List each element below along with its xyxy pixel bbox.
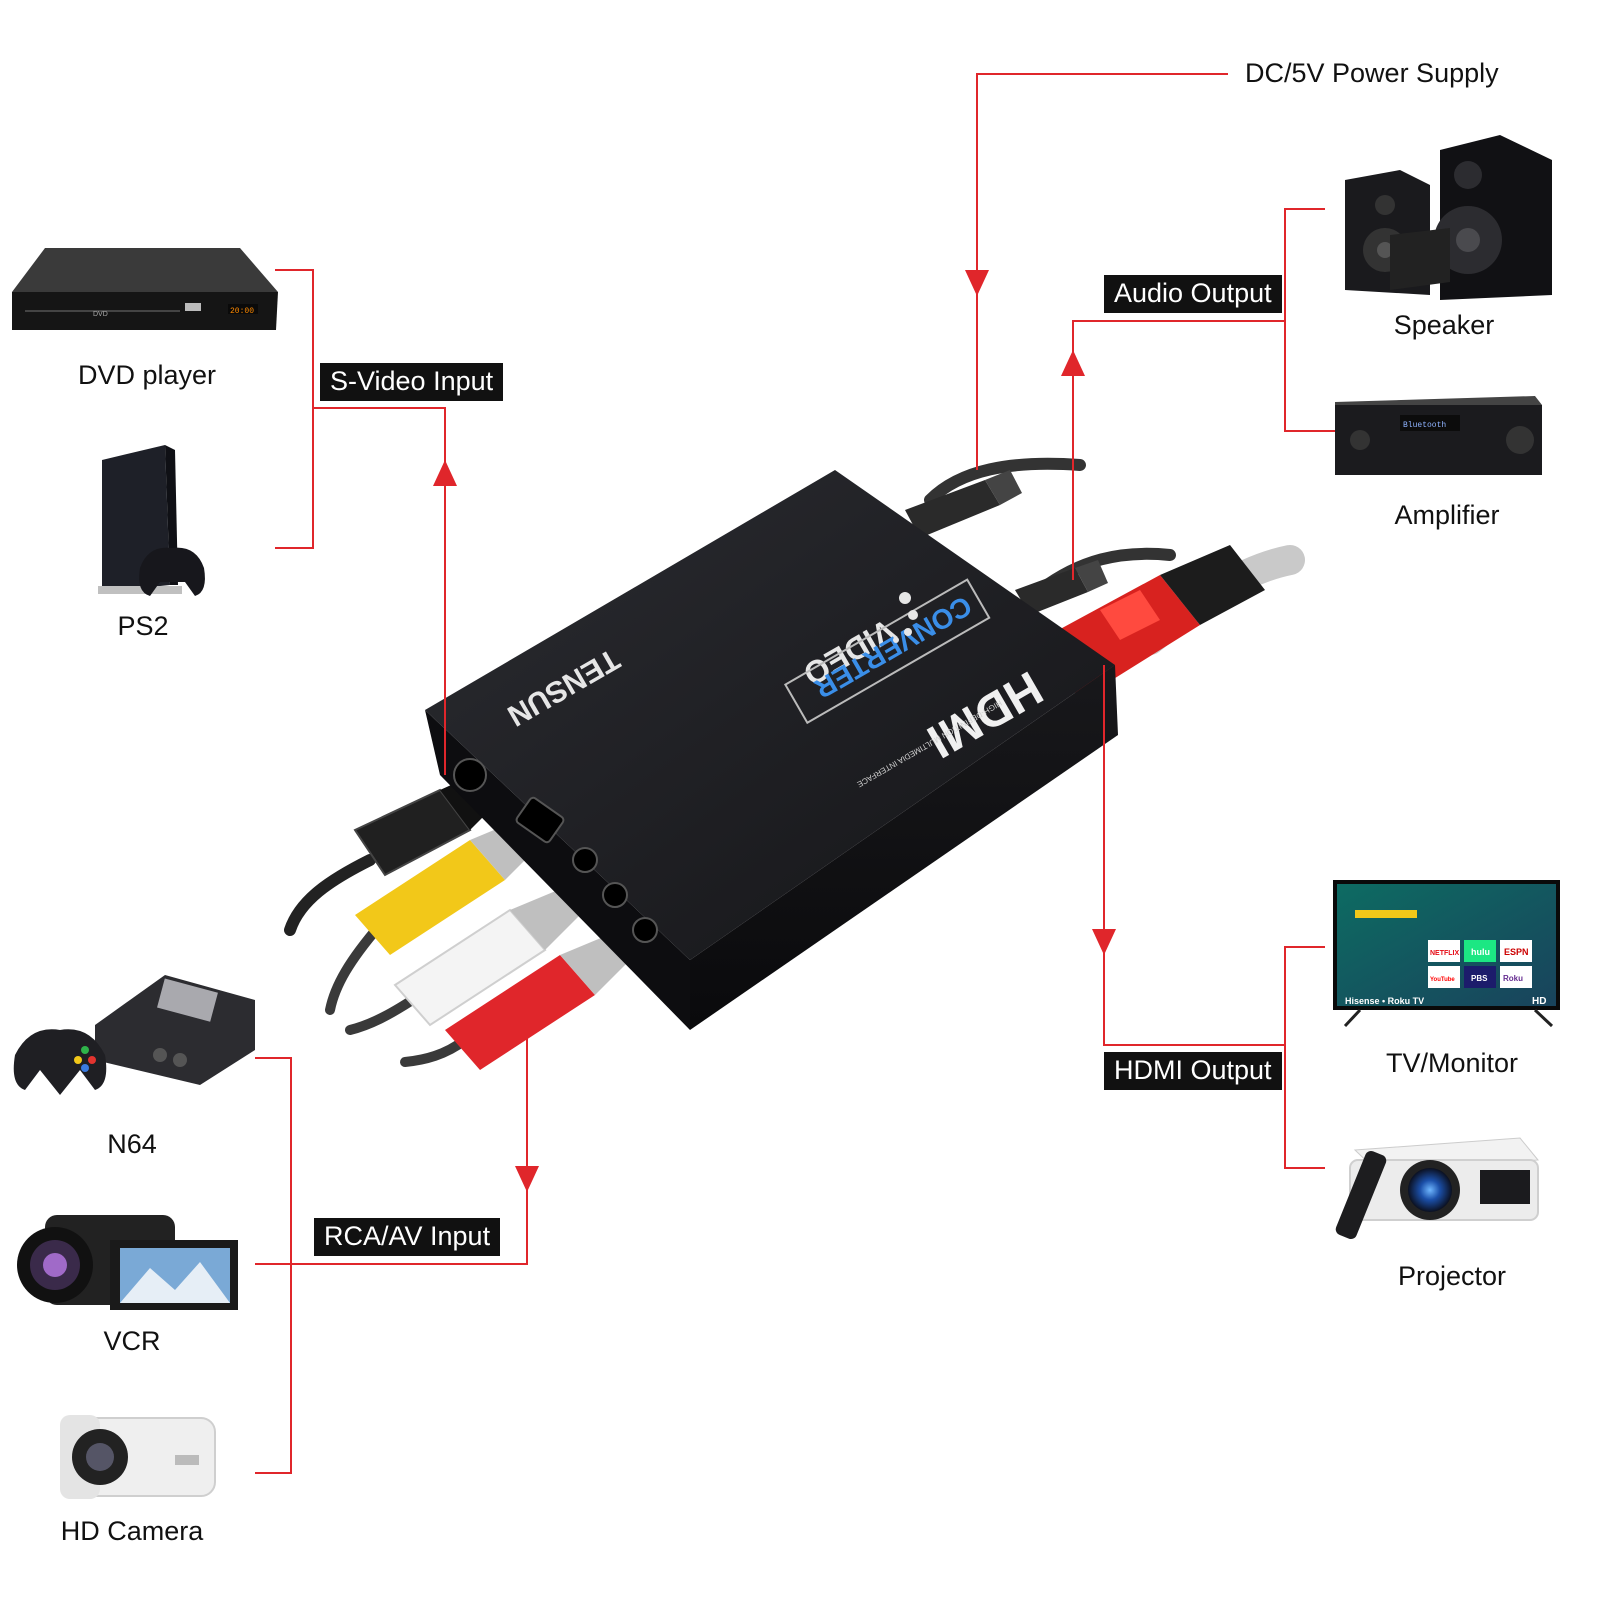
power-supply-label: DC/5V Power Supply [1245,58,1499,88]
svideo-line [313,407,446,775]
hdmi-arrow-down [1092,929,1116,955]
svideo-arrow-up [433,460,457,486]
audio-plug [1015,560,1108,615]
svideo-cable [284,854,376,936]
tv-monitor-icon: Hisense • Roku TV HD NETFLIX hulu ESPN Y… [1333,880,1560,1028]
tv-app-4: PBS [1471,974,1488,983]
power-arrow-down [965,270,989,296]
amplifier-label: Amplifier [1394,500,1500,530]
converter-name-frame [783,578,991,725]
rca-av-input-label: RCA/AV Input [314,1218,501,1256]
projector-label: Projector [1397,1261,1507,1291]
ps2-controller-icon [139,547,205,596]
dvd-brand: DVD [93,311,108,318]
converter-top-face [425,470,1115,960]
svideo-input-label: S-Video Input [320,363,504,401]
dvd-player-icon: 20:00 DVD [12,248,278,330]
rca-arrow-down [515,1166,539,1192]
audio-bracket [1284,208,1335,432]
audio-arrow-up [1061,350,1085,376]
converter-side-face [690,665,1118,1030]
tv-hd-badge: HD [1532,996,1546,1007]
tv-brand: Hisense • Roku TV [1345,996,1424,1006]
rca-red-cable [400,1035,470,1067]
dvd-player-label: DVD player [77,360,217,390]
tv-app-3: YouTube [1430,977,1455,983]
projector-icon [1335,1137,1539,1240]
power-cable [924,457,1086,506]
hdmi-bracket [1284,946,1325,1169]
n64-label: N64 [107,1129,157,1159]
tv-app-5: Roku [1503,974,1523,983]
rca-bracket [255,1057,292,1474]
converter-ports [453,758,658,943]
direction-arrows [433,270,1116,1192]
n64-controller-icon [13,1029,107,1095]
speaker-icon [1345,135,1552,300]
svideo-bracket [275,269,314,549]
tv-app-1: hulu [1471,947,1490,957]
dvd-display: 20:00 [230,307,254,316]
camcorder-icon [17,1215,238,1310]
n64-console-icon [13,975,255,1095]
power-plug [905,470,1022,538]
projector-remote-icon [1335,1150,1387,1240]
tv-monitor-label: TV/Monitor [1385,1048,1519,1078]
video-converter-box: TENSUN VIDEO CONVERTER HDMI HIGH-DEFINIT… [425,470,1118,1030]
ps2-console-icon [98,445,205,596]
tv-app-tiles: NETFLIX hulu ESPN YouTube PBS Roku [1428,940,1532,988]
hdmi-line [1103,665,1285,1046]
converter-dots [893,592,918,643]
hdmi-output-label: HDMI Output [1104,1052,1282,1090]
rca-line [255,995,528,1265]
connector-lines [255,73,1335,1474]
tv-app-0: NETFLIX [1430,950,1459,957]
tv-app-2: ESPN [1504,947,1529,957]
security-camera-icon [60,1415,216,1499]
hd-camera-label: HD Camera [60,1516,204,1546]
amplifier-display: Bluetooth [1403,421,1446,430]
converter-front-face [425,710,690,1030]
amplifier-icon: Bluetooth [1335,396,1542,475]
rca-yellow-cable [325,920,385,1015]
ps2-label: PS2 [117,611,169,641]
audio-line [1072,320,1285,580]
speaker-label: Speaker [1393,310,1495,340]
audio-output-label: Audio Output [1104,275,1282,313]
vcr-label: VCR [103,1326,161,1356]
power-line [976,73,1228,470]
